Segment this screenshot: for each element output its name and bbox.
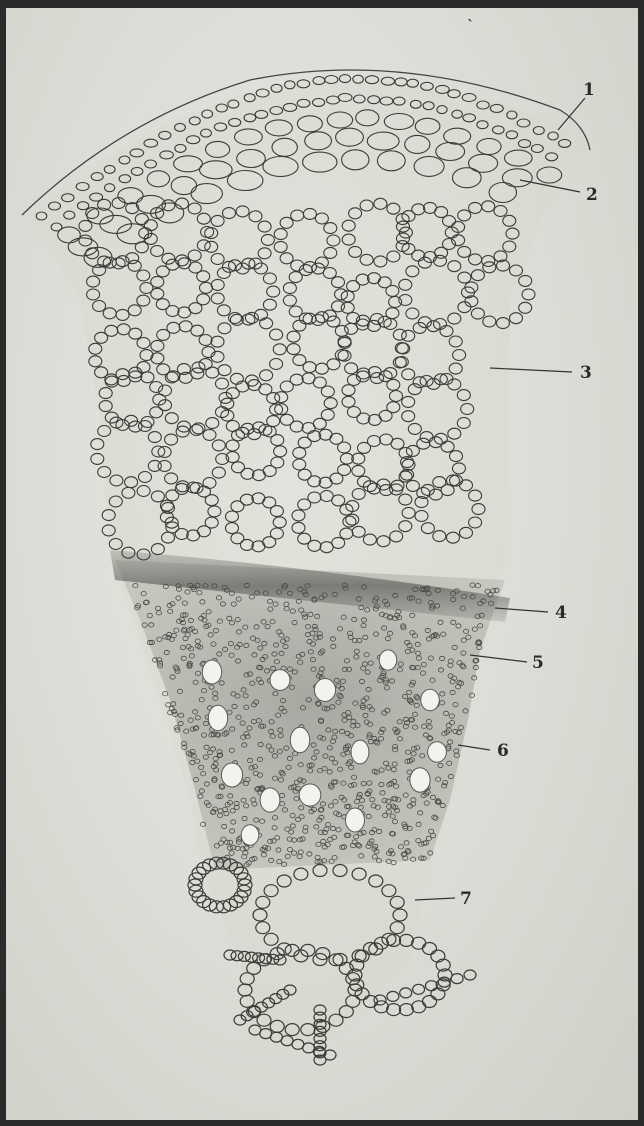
xylem-vessel — [270, 670, 290, 691]
lower-cell — [423, 996, 437, 1008]
cortex-cell — [522, 289, 535, 300]
lower-cell — [374, 1001, 388, 1013]
root-hair-cell — [387, 991, 399, 1001]
cortex-cell — [519, 302, 532, 313]
root-hair-cell — [413, 984, 425, 994]
figure-label-2: 2 — [586, 185, 598, 205]
root-hair-cell — [425, 981, 437, 991]
lower-cell — [423, 943, 437, 955]
leader-line-6 — [458, 745, 490, 750]
figure-label-1: 1 — [583, 80, 595, 100]
cortex-cell — [91, 453, 104, 464]
xylem-vessel — [346, 808, 365, 832]
xylem-vessel — [241, 825, 259, 845]
xylem-vessel — [290, 727, 309, 752]
root-hair-cell — [451, 974, 463, 984]
lower-cell — [431, 950, 445, 962]
lower-cell — [431, 988, 445, 1000]
xylem-vessel — [260, 788, 280, 812]
leader-line-1 — [558, 98, 585, 130]
xylem-vessel — [299, 784, 321, 806]
xylem-vessel — [202, 660, 221, 684]
figure-label-6: 6 — [497, 741, 509, 761]
lower-cell — [399, 1004, 413, 1016]
figure-label-4: 4 — [555, 603, 567, 623]
root-hair-cell — [464, 970, 476, 980]
xylem-vessel — [421, 689, 440, 710]
xylem-vessel — [410, 768, 430, 792]
root-hair-cell — [374, 995, 386, 1005]
lower-cell — [412, 937, 426, 949]
figure-label-5: 5 — [532, 653, 544, 673]
figure-label-3: 3 — [580, 363, 592, 383]
xylem-vessel — [351, 740, 369, 764]
cortex-cell — [519, 275, 532, 286]
top-mark: ̀ — [467, 18, 472, 21]
xylem-vessel — [221, 763, 242, 787]
xylem-vessel — [314, 679, 335, 702]
cortex-cell — [510, 313, 523, 324]
xylem-vessel — [208, 705, 227, 730]
xylem-vessel — [379, 650, 396, 670]
figure-label-7: 7 — [460, 889, 472, 909]
root-hair-cell — [400, 988, 412, 998]
xylem-vessel — [428, 742, 447, 762]
